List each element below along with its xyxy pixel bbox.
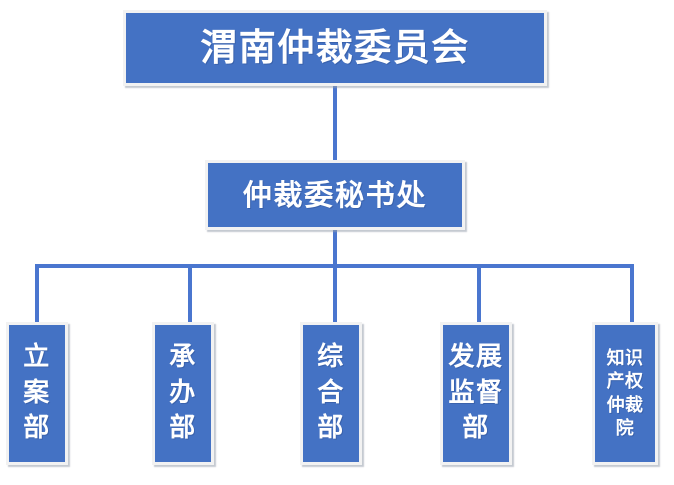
node-secretariat-label: 仲裁委秘书处 [242, 177, 428, 212]
node-weinan-arbitration-commission[interactable]: 渭南仲裁委员会 [123, 10, 547, 86]
node-department-2-label: 综 合 部 [317, 341, 345, 444]
node-department-development-supervision[interactable]: 发展 监督 部 [440, 322, 512, 465]
connector-root-to-secretariat [333, 86, 337, 162]
node-root-label: 渭南仲裁委员会 [200, 25, 470, 70]
node-department-ip-arbitration-court[interactable]: 知识 产权 仲裁 院 [592, 322, 658, 465]
node-department-general-affairs[interactable]: 综 合 部 [300, 322, 362, 465]
node-department-3-label: 发展 监督 部 [448, 341, 504, 444]
connector-bus-to-department-3 [477, 264, 481, 324]
connector-bus-to-department-0 [35, 264, 39, 324]
connector-bus-to-department-1 [188, 264, 192, 324]
node-department-1-label: 承 办 部 [169, 341, 197, 444]
node-department-undertaking[interactable]: 承 办 部 [152, 322, 214, 465]
node-department-4-label: 知识 产权 仲裁 院 [606, 347, 644, 439]
connector-secretariat-to-bus [333, 230, 337, 268]
node-department-case-filing[interactable]: 立 案 部 [6, 322, 68, 465]
node-department-0-label: 立 案 部 [23, 341, 51, 444]
connector-bus-to-department-4 [630, 264, 634, 324]
connector-bus-to-department-2 [333, 264, 337, 324]
node-arbitration-secretariat[interactable]: 仲裁委秘书处 [205, 160, 465, 230]
